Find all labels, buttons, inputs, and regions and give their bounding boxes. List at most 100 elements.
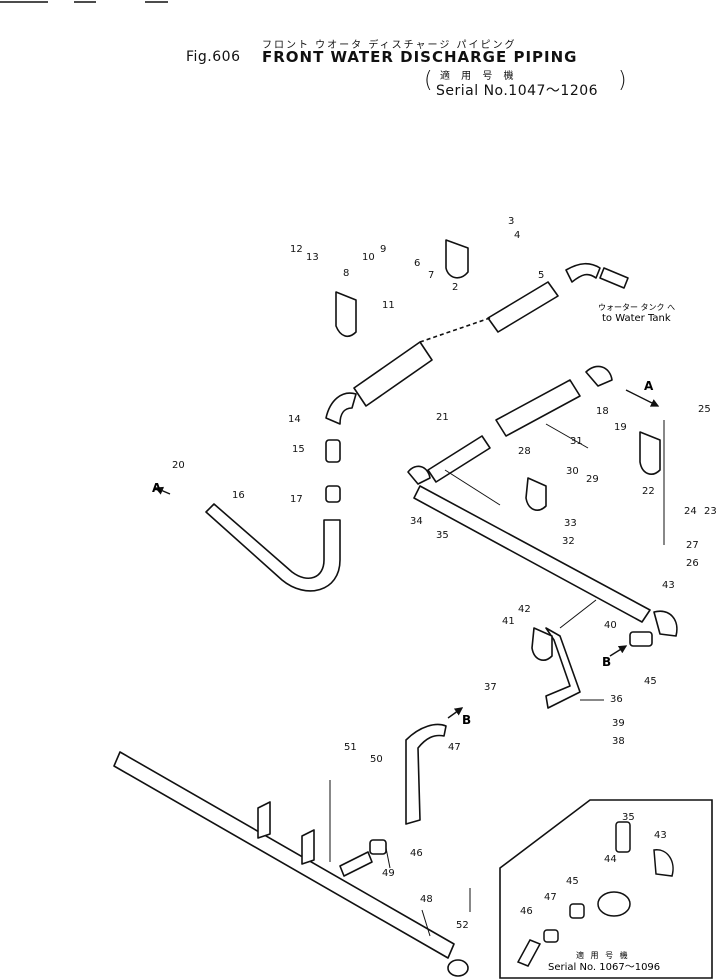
connector-arrows [154, 389, 660, 719]
callout-19: 19 [614, 422, 627, 433]
paren-close: ) [618, 68, 628, 93]
callout-5: 5 [538, 270, 544, 281]
callout-10: 10 [362, 252, 375, 263]
callout-43: 43 [662, 580, 675, 591]
clamp-2 [445, 239, 469, 279]
inset-callout-35: 35 [622, 812, 635, 823]
clamp-28 [525, 477, 547, 511]
callout-29: 29 [586, 474, 599, 485]
callout-33: 33 [564, 518, 577, 529]
callout-13: 13 [306, 252, 319, 263]
callout-21: 21 [436, 412, 449, 423]
callout-36: 36 [610, 694, 623, 705]
paren-open: ( [424, 68, 434, 93]
serial-japanese: 適 用 号 機 [440, 71, 518, 82]
manifold-48 [113, 751, 455, 959]
callout-31: 31 [570, 436, 583, 447]
callout-26: 26 [686, 558, 699, 569]
hose-water-tank [565, 262, 629, 289]
callout-41: 41 [502, 616, 515, 627]
inset-valve-44 [597, 891, 631, 917]
callout-25: 25 [698, 404, 711, 415]
callout-46: 46 [410, 848, 423, 859]
inset-callout-44: 44 [604, 854, 617, 865]
clamp-22 [639, 431, 661, 475]
callout-17: 17 [290, 494, 303, 505]
callout-48: 48 [420, 894, 433, 905]
callout-23: 23 [704, 506, 717, 517]
connector-b-lower: B [462, 713, 471, 727]
cap-52 [447, 959, 469, 977]
inset-elbow-43 [653, 849, 674, 877]
callout-2: 2 [452, 282, 458, 293]
callout-37: 37 [484, 682, 497, 693]
leader-lines [329, 420, 665, 937]
callout-4: 4 [514, 230, 520, 241]
inset-pipe-35 [615, 821, 631, 853]
callout-47: 47 [448, 742, 461, 753]
callout-51: 51 [344, 742, 357, 753]
callout-49: 49 [382, 868, 395, 879]
manifold-bracket-left [257, 801, 271, 839]
callout-7: 7 [428, 270, 434, 281]
callout-40: 40 [604, 620, 617, 631]
clamp-8 [335, 291, 357, 338]
elbow-43 [653, 610, 678, 637]
callout-14: 14 [288, 414, 301, 425]
callout-6: 6 [414, 258, 420, 269]
inset-callout-45: 45 [566, 876, 579, 887]
callout-35: 35 [436, 530, 449, 541]
fitting-17 [325, 485, 341, 503]
figure-number: Fig.606 [186, 49, 241, 65]
callout-15: 15 [292, 444, 305, 455]
callout-16: 16 [232, 490, 245, 501]
callout-34: 34 [410, 516, 423, 527]
serial-range: Serial No.1047～1206 [436, 83, 599, 99]
callout-39: 39 [612, 718, 625, 729]
callout-3: 3 [508, 216, 514, 227]
inset-serial: Serial No. 1067～1096 [548, 962, 660, 973]
connector-a-left: A [152, 481, 162, 495]
title-japanese: フロント ウオータ ディスチャージ パイピング [262, 40, 517, 51]
callout-18: 18 [596, 406, 609, 417]
inset-callout-47: 47 [544, 892, 557, 903]
inset-serial-jp: 適 用 号 機 [576, 950, 630, 960]
callout-28: 28 [518, 446, 531, 457]
manifold-branch [339, 851, 373, 877]
callout-42: 42 [518, 604, 531, 615]
inset-fitting-45 [569, 903, 585, 919]
elbow-34 [407, 465, 431, 485]
fitting-45 [629, 631, 653, 647]
inset-hose-46 [516, 939, 542, 967]
callout-12: 12 [290, 244, 303, 255]
callout-45: 45 [644, 676, 657, 687]
callout-24: 24 [684, 506, 697, 517]
callout-27: 27 [686, 540, 699, 551]
figure-title: FRONT WATER DISCHARGE PIPING [262, 48, 578, 66]
manifold-bracket-right [301, 829, 315, 865]
hose-46 [405, 723, 447, 825]
inset-callout-46: 46 [520, 906, 533, 917]
callout-50: 50 [370, 754, 383, 765]
callout-20: 20 [172, 460, 185, 471]
bracket-36 [545, 627, 581, 709]
inset-clamp-47 [543, 929, 559, 943]
pipe-16 [205, 503, 341, 592]
clamp-42 [531, 627, 553, 661]
connector-b-right: B [602, 655, 611, 669]
elbow-14 [325, 392, 357, 425]
elbow-18 [585, 365, 613, 387]
pipe-21 [427, 435, 491, 483]
pipe-21-upper [495, 379, 581, 437]
callout-32: 32 [562, 536, 575, 547]
callout-52: 52 [456, 920, 469, 931]
pipe-main-upper [353, 281, 559, 407]
callout-38: 38 [612, 736, 625, 747]
callout-11: 11 [382, 300, 395, 311]
inset-panel [499, 799, 713, 979]
callout-9: 9 [380, 244, 386, 255]
note-to-tank: to Water Tank [602, 313, 671, 324]
callout-22: 22 [642, 486, 655, 497]
connector-a-right: A [644, 379, 654, 393]
note-to-tank-jp: ウォーター タンク へ [598, 303, 675, 312]
